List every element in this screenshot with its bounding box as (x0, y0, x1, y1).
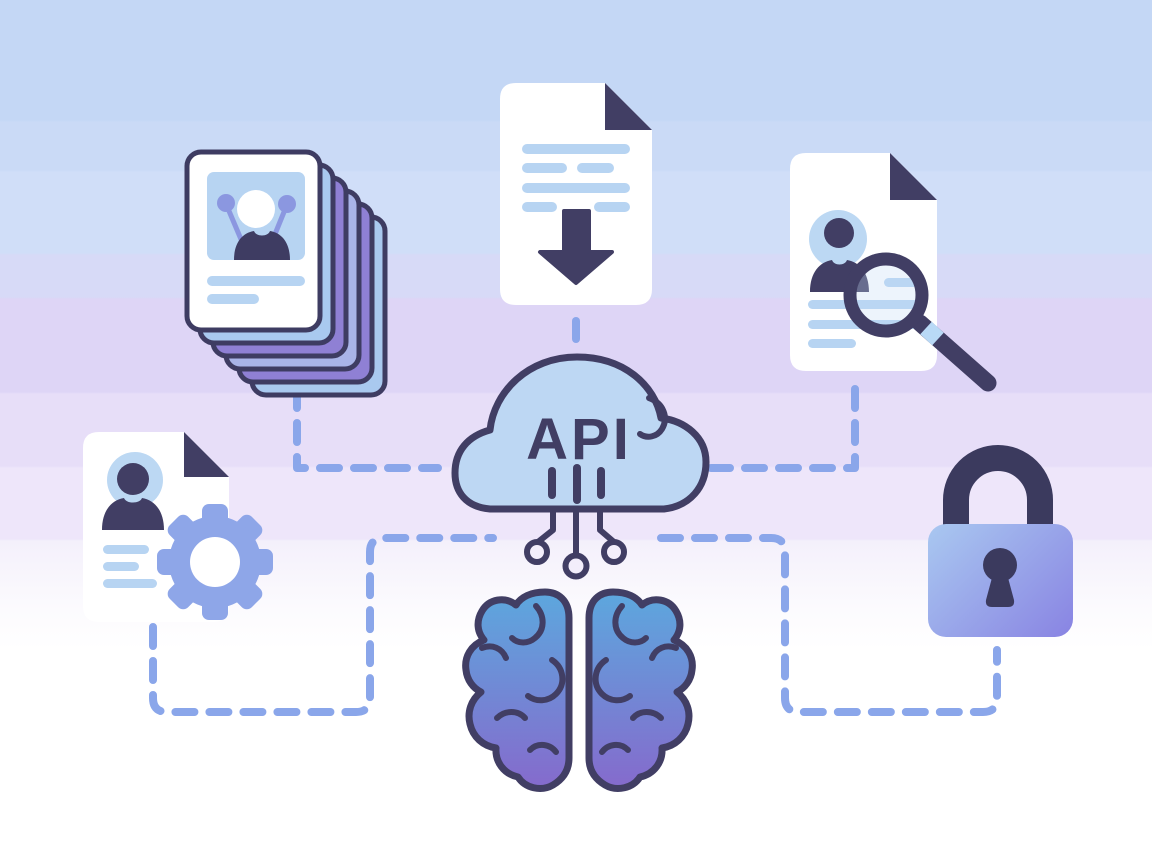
text-line (577, 163, 614, 173)
photo-pin (217, 194, 235, 212)
gear-hole (190, 537, 240, 587)
magnifier-lens (843, 252, 929, 338)
connectors (149, 317, 1001, 716)
cloud-curl (637, 395, 668, 440)
stacked-profile-cards-icon (184, 149, 388, 398)
brain-fold (479, 643, 509, 661)
folded-corner (605, 83, 652, 130)
text-line (594, 202, 630, 212)
folded-corner (890, 153, 937, 200)
brain-fold (527, 742, 559, 755)
resume-gear-icon (83, 432, 273, 622)
brain-fold (509, 603, 546, 646)
text-line (103, 545, 149, 554)
text-line (103, 579, 157, 588)
text-line (808, 300, 922, 309)
avatar-head (824, 218, 854, 248)
connector-stack-to-cloud (293, 385, 442, 472)
avatar-head (117, 463, 149, 495)
connector-settings-loop (149, 534, 497, 716)
padlock-icon (928, 445, 1073, 637)
text-line (522, 163, 567, 173)
text-line (103, 562, 139, 571)
brain-right-hemisphere (589, 592, 692, 788)
brain-outline (462, 588, 573, 792)
document-download-icon (500, 83, 652, 305)
text-line (522, 183, 630, 193)
text-line (522, 202, 557, 212)
brain-left-hemisphere (462, 588, 573, 792)
lock-shackle (943, 445, 1053, 532)
text-line (207, 276, 305, 286)
text-line (808, 339, 856, 348)
download-arrow-icon (538, 209, 614, 285)
photo-pin (278, 195, 296, 213)
api-ticks (548, 464, 605, 504)
folded-corner (184, 432, 229, 477)
api-label: API (526, 407, 632, 472)
brain-folds (479, 603, 566, 755)
circuit-node (601, 539, 627, 565)
photo-head (237, 190, 275, 228)
gear-icon (157, 504, 273, 620)
text-line (522, 144, 630, 154)
photo-shoulders (234, 231, 290, 260)
connector-lock-loop (657, 534, 1001, 716)
keyhole-tail (985, 574, 1015, 607)
circuit-trace (536, 509, 556, 545)
text-line (207, 294, 259, 304)
brain-fold (525, 657, 566, 704)
circuit-pins (524, 509, 627, 580)
document-body (500, 83, 652, 305)
brain-icon (462, 588, 693, 792)
connector-search-to-cloud (707, 385, 859, 472)
cloud-body (451, 353, 710, 513)
circuit-node (562, 552, 590, 580)
magnifier-icon (843, 252, 997, 392)
magnifier-collar (920, 321, 944, 346)
brain-fold (494, 709, 528, 721)
cloud-circuit-icon: API (451, 353, 710, 580)
keyhole-circle (983, 548, 1017, 582)
avatar-shoulders (102, 498, 164, 530)
resume-magnifier-icon (790, 153, 997, 392)
circuit-node (524, 539, 550, 565)
circuit-trace (597, 509, 616, 545)
